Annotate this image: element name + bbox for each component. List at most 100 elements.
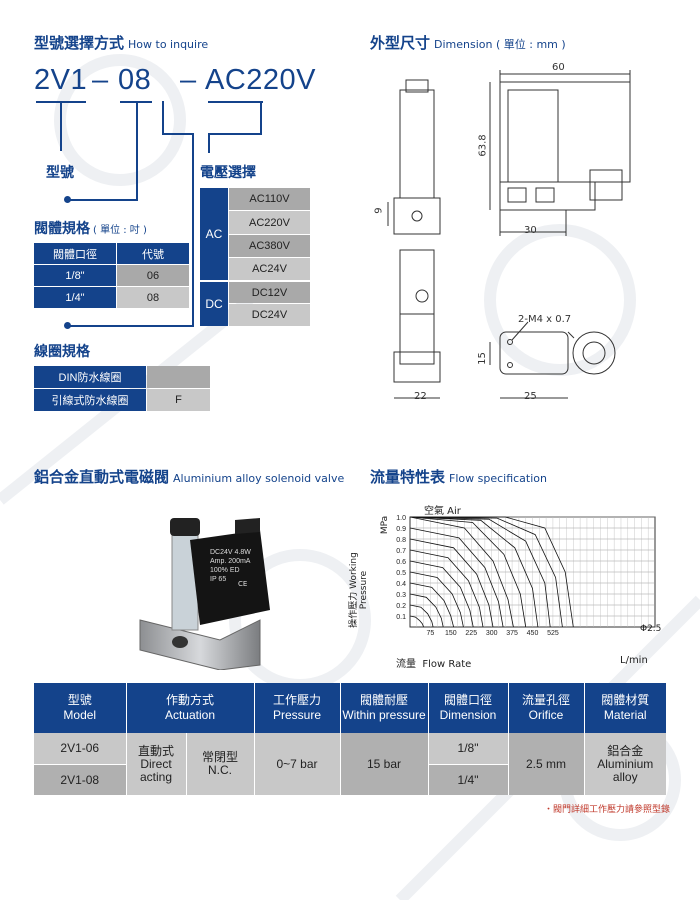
flow-curve	[409, 582, 454, 628]
spec-orifice: 2.5 mm	[508, 733, 585, 795]
voltage-ac110: AC110V	[229, 188, 310, 210]
dim-port-label: 9	[373, 207, 385, 214]
flow-title-zh: 流量特性表	[370, 468, 446, 486]
flow-curve	[409, 516, 514, 628]
plan-hole-1	[507, 339, 513, 345]
x-tick-label: 300	[486, 630, 498, 637]
connector-coil-h2	[68, 325, 194, 327]
code-part1: 2V1	[34, 64, 88, 96]
connector-voltage-h	[210, 133, 262, 135]
plan-ring-inner	[582, 341, 606, 365]
dim-bottom-w2-label: 25	[524, 391, 537, 402]
connector-coil-v1	[162, 101, 164, 135]
x-tick-label: 75	[427, 630, 435, 637]
front-view-tube	[507, 89, 559, 183]
product-connector	[235, 518, 260, 534]
code-part3: AC220V	[205, 64, 317, 96]
orifice-label: Φ2.5	[640, 624, 662, 634]
y-tick-label: 0.2	[396, 603, 406, 610]
product-port	[172, 636, 188, 648]
front-port-1	[507, 187, 527, 203]
coil-row2-code: F	[147, 389, 210, 411]
flow-curve	[409, 560, 474, 628]
dim-bottom-h-label: 15	[476, 352, 488, 365]
product-coil-label: DC24V 4.8W Amp. 200mA 100% ED IP 65	[210, 548, 251, 584]
spec-model-1: 2V1-06	[34, 733, 127, 764]
flow-ylabel-zh: 操作壓力	[349, 591, 359, 628]
plan-view-body	[499, 331, 569, 375]
dim-width-label: 60	[552, 62, 565, 73]
flow-curve	[409, 516, 551, 628]
flow-xlabel-zh: 流量	[396, 659, 416, 670]
spec-row-2: 2V1-08 1/4"	[34, 763, 666, 795]
y-tick-label: 0.7	[396, 548, 406, 555]
spec-dim-2: 1/4"	[428, 763, 509, 795]
valve-size-unit: ( 單位 : 吋 )	[93, 225, 147, 236]
voltage-ac380: AC380V	[229, 235, 310, 257]
voltage-dc24: DC24V	[229, 304, 310, 326]
plan-ring-outer	[572, 331, 616, 375]
voltage-ac-label: AC	[200, 188, 228, 280]
valve-size-title: 閥體規格( 單位 : 吋 )	[34, 218, 147, 238]
x-tick-label: 375	[506, 630, 518, 637]
ce-mark: CE	[238, 580, 248, 588]
thread-leader	[511, 321, 529, 341]
spec-pressure: 0~7 bar	[254, 733, 341, 795]
code-part2: 08	[118, 64, 152, 96]
front-view-connector	[589, 169, 623, 201]
product-title-zh: 鋁合金直動式電磁閥	[34, 468, 170, 486]
connector-model	[60, 101, 62, 151]
voltage-dc12: DC12V	[229, 282, 310, 303]
y-tick-label: 0.8	[396, 537, 406, 544]
flow-curve	[409, 516, 527, 628]
x-tick-label: 225	[465, 630, 477, 637]
coil-title: 線圈規格	[34, 344, 90, 360]
inquire-title-en: How to inquire	[128, 38, 209, 51]
x-tick-label: 150	[445, 630, 457, 637]
connector-size-dot	[64, 196, 71, 203]
coil-row1-code	[147, 366, 210, 388]
x-tick-label: 525	[547, 630, 559, 637]
valve-size-header-code: 代號	[117, 243, 189, 264]
coil-row2-name: 引線式防水線圈	[34, 389, 146, 411]
inquire-title-zh: 型號選擇方式	[34, 34, 125, 52]
connector-coil-v2	[192, 133, 194, 327]
y-tick-label: 1.0	[396, 515, 406, 522]
air-label: 空氣 Air	[424, 506, 461, 517]
valve-size-row1-port: 1/8"	[34, 265, 116, 286]
x-tick-label: 450	[527, 630, 539, 637]
front-view-body	[499, 181, 596, 211]
side-view-port	[411, 210, 423, 222]
flow-ylabel: 操作壓力 Working Pressure	[349, 535, 369, 645]
bottom-view-body	[393, 351, 441, 383]
y-tick-label: 0.1	[396, 614, 406, 621]
flow-curve	[409, 538, 494, 628]
front-view-coil	[499, 81, 631, 183]
coil-text-1: DC24V 4.8W	[210, 549, 251, 556]
code-dash2: –	[180, 64, 197, 96]
spec-within: 15 bar	[340, 733, 429, 795]
dim-height-label: 63.8	[477, 134, 489, 157]
flow-title-en: Flow specification	[449, 472, 547, 485]
dimension-title-en: Dimension ( 單位 : mm )	[434, 38, 566, 51]
connector-coil-h1	[162, 133, 194, 135]
voltage-ac24: AC24V	[229, 258, 310, 280]
valve-size-row1-code: 06	[117, 265, 189, 286]
y-tick-label: 0.5	[396, 570, 406, 577]
y-tick-label: 0.3	[396, 592, 406, 599]
flow-curve	[409, 516, 539, 628]
plan-hole-2	[507, 362, 513, 368]
flow-yunit: MPa	[380, 515, 391, 535]
coil-text-3: 100% ED	[210, 567, 240, 574]
product-title-en: Aluminium alloy solenoid valve	[173, 472, 345, 485]
